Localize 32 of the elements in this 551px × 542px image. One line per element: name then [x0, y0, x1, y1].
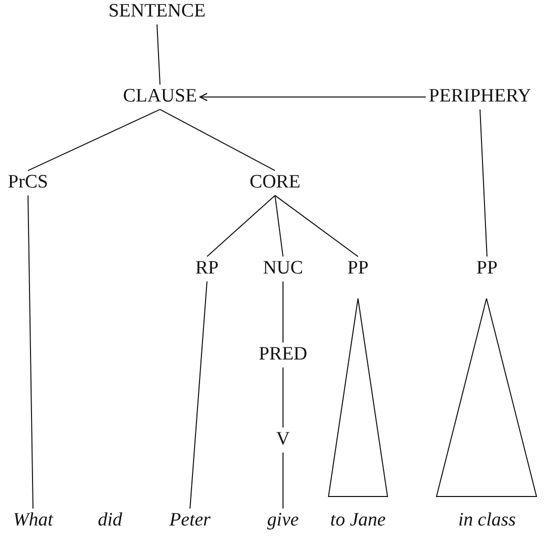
tree-branch-line	[274, 194, 358, 258]
node-label: PrCS	[4, 170, 52, 196]
tree-branch-line	[274, 194, 284, 258]
node-label: PERIPHERY	[426, 84, 534, 110]
tree-branch-line	[28, 194, 34, 510]
tree-branch-line	[282, 452, 284, 510]
node-label: SENTENCE	[105, 0, 209, 24]
node-label: PP	[473, 256, 501, 282]
triangle	[328, 298, 388, 497]
tree-branch-line	[160, 108, 276, 172]
node-label: CLAUSE	[120, 84, 200, 110]
node-label: NUC	[260, 256, 306, 282]
arrow	[199, 92, 426, 102]
tree-branch-line	[282, 280, 284, 344]
node-label: V	[273, 428, 293, 452]
node-label: RP	[192, 256, 222, 282]
tree-branch-line	[190, 280, 208, 510]
word-label: did	[94, 508, 126, 534]
node-label: CORE	[246, 170, 304, 196]
triangle	[436, 298, 537, 497]
node-label: PP	[344, 256, 372, 282]
tree-branch-line	[480, 108, 488, 258]
word-label: in class	[455, 508, 519, 534]
tree-branch-line	[156, 24, 160, 86]
word-label: give	[264, 508, 302, 534]
word-label: What	[10, 508, 56, 534]
tree-branch-line	[28, 108, 160, 172]
tree-branch-line	[206, 194, 276, 258]
word-label: Peter	[166, 508, 214, 534]
node-label: PRED	[256, 342, 310, 368]
tree-branch-line	[282, 366, 284, 428]
word-label: to Jane	[327, 508, 389, 534]
